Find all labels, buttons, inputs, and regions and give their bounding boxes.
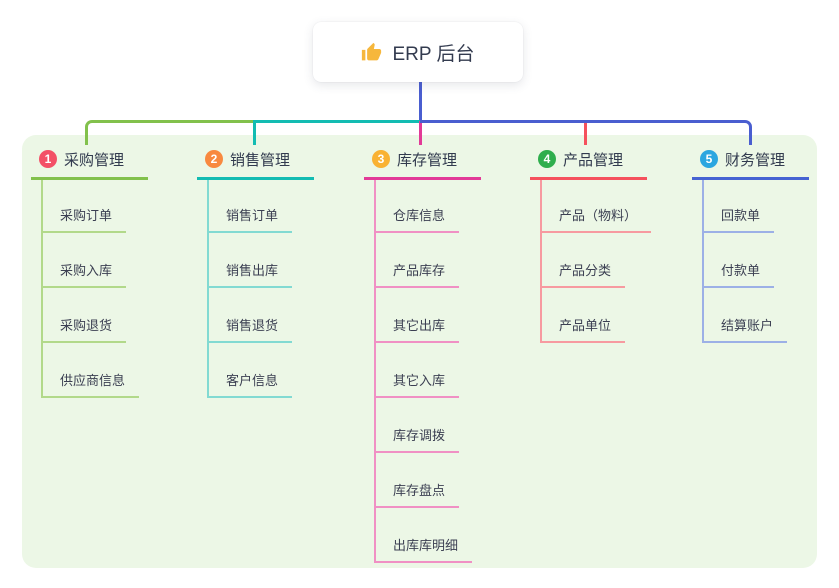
child-row: 出库库明细	[376, 508, 473, 563]
branch-3-node[interactable]: 3 库存管理	[364, 145, 481, 180]
root-connector-line	[418, 82, 422, 123]
branch-2-child-4[interactable]: 客户信息	[209, 374, 293, 398]
branch-4-node[interactable]: 4 产品管理	[530, 145, 647, 180]
thumbs-up-icon	[361, 42, 382, 63]
child-row: 采购入库	[43, 233, 139, 288]
root-node[interactable]: ERP 后台	[313, 22, 523, 82]
child-row: 销售出库	[209, 233, 293, 288]
child-row: 采购订单	[43, 180, 139, 233]
branch-5-children: 回款单付款单结算账户	[702, 180, 788, 343]
child-row: 付款单	[704, 233, 787, 288]
branch-5-child-1[interactable]: 回款单	[704, 209, 775, 233]
child-row: 仓库信息	[376, 180, 472, 233]
bus-segment-branch1	[85, 120, 253, 145]
branch-1-child-3[interactable]: 采购退货	[43, 319, 127, 343]
branch-2-badge: 2	[205, 150, 223, 168]
child-row: 结算账户	[704, 288, 788, 343]
branch-3-child-6[interactable]: 库存盘点	[376, 484, 460, 508]
branch-3-child-2[interactable]: 产品库存	[376, 264, 460, 288]
branch-2: 2 销售管理销售订单销售出库销售退货客户信息	[197, 145, 314, 398]
branch-1-children: 采购订单采购入库采购退货供应商信息	[41, 180, 140, 398]
branch-5-child-2[interactable]: 付款单	[704, 264, 775, 288]
child-row: 产品库存	[376, 233, 472, 288]
child-row: 产品单位	[542, 288, 651, 343]
branch-1-badge: 1	[39, 150, 57, 168]
branch-1-label: 采购管理	[64, 151, 125, 169]
branch-5: 5 财务管理回款单付款单结算账户	[692, 145, 809, 343]
child-row: 采购退货	[43, 288, 139, 343]
child-row: 回款单	[704, 180, 787, 233]
branch-2-child-1[interactable]: 销售订单	[209, 209, 293, 233]
branch-1-child-4[interactable]: 供应商信息	[43, 374, 140, 398]
branch-4-children: 产品（物料） 产品分类产品单位	[540, 180, 652, 343]
bus-segment-branch5	[420, 120, 752, 145]
branch-3: 3 库存管理仓库信息产品库存其它出库其它入库库存调拨库存盘点出库库明细	[364, 145, 481, 563]
root-title: ERP 后台	[392, 43, 475, 65]
branch-1-node[interactable]: 1 采购管理	[31, 145, 148, 180]
branch-3-child-1[interactable]: 仓库信息	[376, 209, 460, 233]
child-row: 产品分类	[542, 233, 651, 288]
branch-2-children: 销售订单销售出库销售退货客户信息	[207, 180, 293, 398]
child-row: 库存盘点	[376, 453, 472, 508]
branch-2-child-3[interactable]: 销售退货	[209, 319, 293, 343]
branch-4-child-1[interactable]: 产品（物料）	[542, 209, 652, 233]
mindmap-panel	[22, 135, 817, 568]
branch-5-label: 财务管理	[725, 151, 786, 169]
child-row: 供应商信息	[43, 343, 140, 398]
branch-5-node[interactable]: 5 财务管理	[692, 145, 809, 180]
child-row: 库存调拨	[376, 398, 472, 453]
branch-4: 4 产品管理产品（物料） 产品分类产品单位	[530, 145, 652, 343]
branch-3-child-3[interactable]: 其它出库	[376, 319, 460, 343]
branch-2-child-2[interactable]: 销售出库	[209, 264, 293, 288]
child-row: 销售订单	[209, 180, 293, 233]
branch-4-child-2[interactable]: 产品分类	[542, 264, 626, 288]
branch-4-badge: 4	[538, 150, 556, 168]
branch-5-child-3[interactable]: 结算账户	[704, 319, 788, 343]
branch-3-children: 仓库信息产品库存其它出库其它入库库存调拨库存盘点出库库明细	[374, 180, 473, 563]
branch-3-child-5[interactable]: 库存调拨	[376, 429, 460, 453]
branch-2-label: 销售管理	[230, 151, 291, 169]
child-row: 销售退货	[209, 288, 293, 343]
branch-1-child-1[interactable]: 采购订单	[43, 209, 127, 233]
child-row: 客户信息	[209, 343, 293, 398]
branch-3-label: 库存管理	[397, 151, 458, 169]
branch-1-child-2[interactable]: 采购入库	[43, 264, 127, 288]
child-row: 产品（物料）	[542, 180, 652, 233]
branch-1: 1 采购管理采购订单采购入库采购退货供应商信息	[31, 145, 148, 398]
branch-5-badge: 5	[700, 150, 718, 168]
child-row: 其它出库	[376, 288, 472, 343]
child-row: 其它入库	[376, 343, 472, 398]
drop-branch3	[418, 121, 422, 145]
branch-3-badge: 3	[372, 150, 390, 168]
bus-segment-branch2	[253, 120, 420, 145]
drop-branch4	[583, 121, 587, 145]
branch-2-node[interactable]: 2 销售管理	[197, 145, 314, 180]
branch-4-child-3[interactable]: 产品单位	[542, 319, 626, 343]
branch-3-child-4[interactable]: 其它入库	[376, 374, 460, 398]
branch-4-label: 产品管理	[563, 151, 624, 169]
branch-3-child-7[interactable]: 出库库明细	[376, 539, 473, 563]
